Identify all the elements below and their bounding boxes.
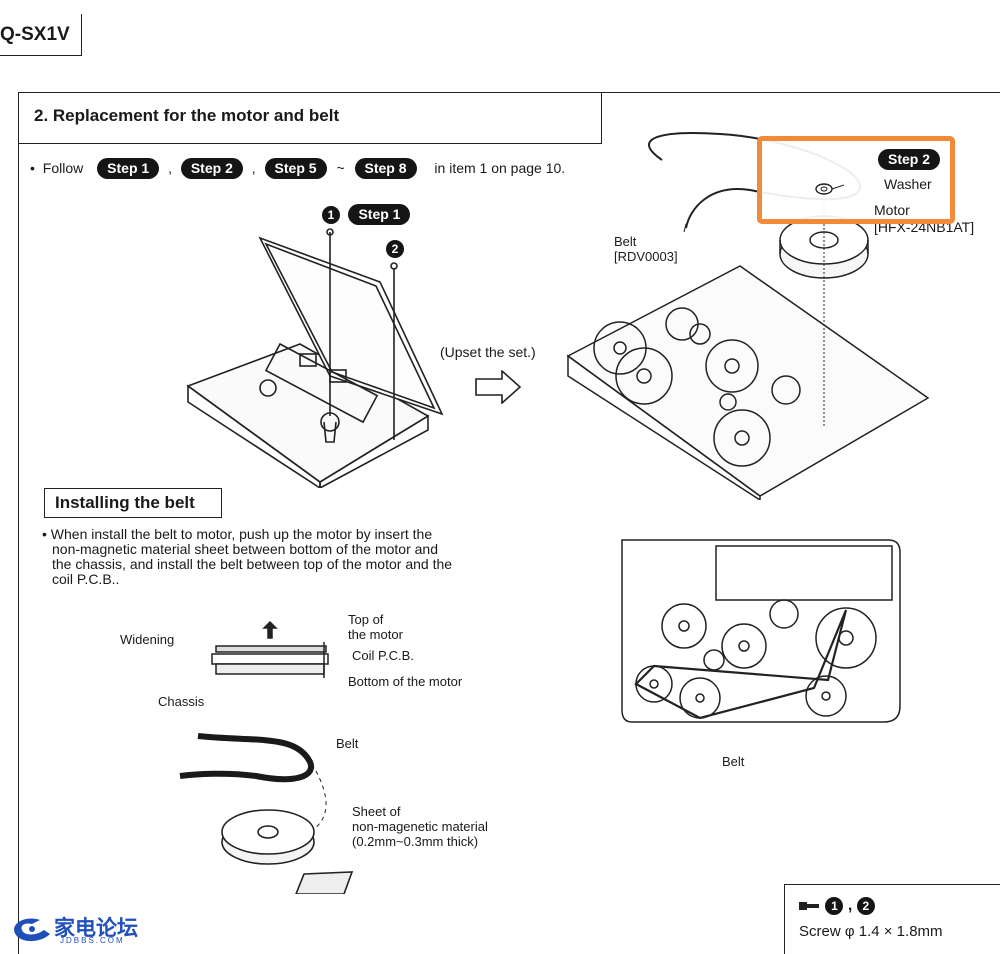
chassis-label: Chassis [158,694,205,709]
watermark-subtext: JDBBS.COM [60,936,125,945]
fig2-mechanism-illustration [566,132,930,500]
top-of-motor-label: Top of the motor [348,612,403,642]
screw-ids: 1 , 2 [799,897,875,915]
belt-label: Belt [614,234,637,249]
step8-badge: Step 8 [354,158,417,179]
model-tag: Q-SX1V [0,14,82,56]
separator: , [847,897,853,914]
washer-label: Washer [884,176,932,192]
screw-number-1: 1 [322,206,340,224]
watermark-text: 家电论坛 [54,916,138,940]
install-text: When install the belt to motor, push up … [50,526,453,587]
sheet-label: Sheet of non-magenetic material (0.2mm~0… [352,804,488,849]
fig4-belt-sheet-illustration [179,733,354,894]
coil-pcb-label: Coil P.C.B. [352,648,414,663]
motor-label: Motor [874,202,910,218]
top-label-line2: the motor [348,627,403,642]
separator: , [168,160,172,176]
sheet-line3: (0.2mm~0.3mm thick) [352,834,479,849]
bullet: • [42,526,47,542]
follow-word: Follow [42,160,84,176]
logo-icon [14,918,50,942]
separator: , [251,160,256,176]
model-number: Q-SX1V [0,24,70,45]
bullet: • [30,160,35,176]
fig1-cassette-illustration [186,228,444,488]
belt-part-number: [RDV0003] [614,249,678,264]
sheet-line1: Sheet of [352,804,401,819]
step1-badge: Step 1 [97,158,160,179]
top-label-line1: Top of [348,612,384,627]
fig3-motor-section [211,620,329,678]
screw-spec-number-2: 2 [856,897,875,915]
screw-spec-box: 1 , 2 Screw φ 1.4 × 1.8mm [784,884,1000,954]
forum-watermark-logo: 家电论坛 JDBBS.COM [10,912,150,948]
fig1-step1-badge: Step 1 [348,204,411,225]
page-frame [18,92,1000,954]
follow-tail: in item 1 on page 10. [434,160,566,176]
screw-icon [799,901,819,910]
install-instructions: • When install the belt to motor, push u… [38,527,458,587]
screw-spec-text: Screw φ 1.4 × 1.8mm [799,923,943,940]
sheet-line2: non-magenetic material [352,819,488,834]
tilde: ~ [336,160,345,176]
screw-spec-number-1: 1 [825,897,844,915]
step5-badge: Step 5 [264,158,327,179]
widening-label: Widening [120,632,175,647]
bottom-of-motor-label: Bottom of the motor [348,674,463,689]
fig2-step2-badge: Step 2 [878,149,941,170]
section-title: 2. Replacement for the motor and belt [18,92,602,144]
fig1-screw2-callout: 2 [386,240,404,258]
fig4-belt-label: Belt [336,736,359,751]
upset-label: (Upset the set.) [440,344,536,360]
fig1-step-callout: 1 Step 1 [322,204,411,225]
installing-belt-heading: Installing the belt [44,488,222,518]
fig5-belt-label: Belt [722,754,745,769]
fig5-top-view-illustration [621,539,901,723]
fig2-belt-label: Belt [RDV0003] [614,234,678,264]
washer-icon [815,183,844,195]
right-arrow-icon [475,370,522,404]
step2-badge: Step 2 [180,158,243,179]
screw-number-2: 2 [386,240,404,258]
follow-line: • Follow Step 1 , Step 2 , Step 5 ~ Step… [30,158,565,179]
step2-highlight-box: Step 2 Washer Motor [757,136,955,224]
